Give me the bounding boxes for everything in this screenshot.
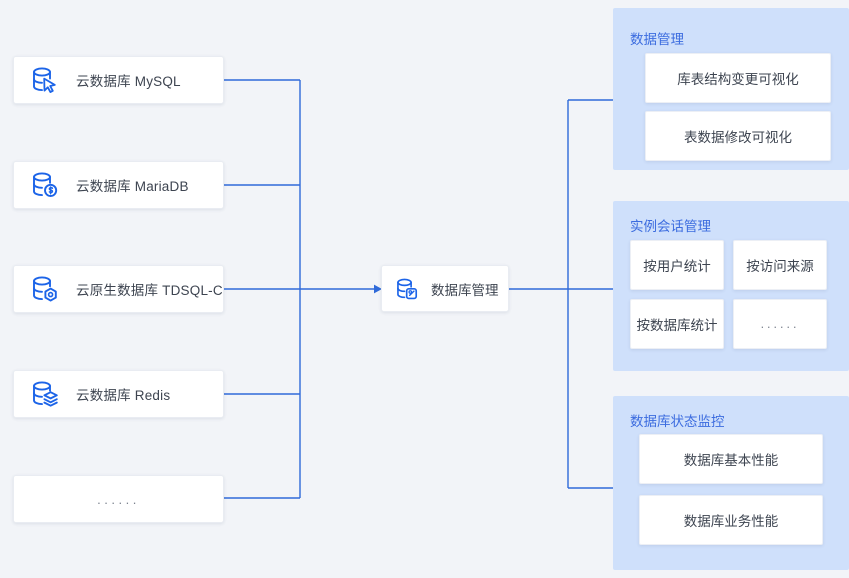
source-card-mariadb[interactable]: 云数据库 MariaDB bbox=[13, 161, 224, 209]
panel-session-management: 实例会话管理 按用户统计 按访问来源 按数据库统计 ...... bbox=[613, 201, 849, 371]
source-card-mysql[interactable]: 云数据库 MySQL bbox=[13, 56, 224, 104]
source-label: 云原生数据库 TDSQL-C bbox=[76, 283, 223, 298]
feature-card[interactable]: 表数据修改可视化 bbox=[645, 111, 831, 161]
feature-card[interactable]: 数据库业务性能 bbox=[639, 495, 823, 545]
panel-data-management: 数据管理 库表结构变更可视化 表数据修改可视化 bbox=[613, 8, 849, 170]
database-cursor-icon bbox=[33, 67, 56, 93]
feature-card[interactable]: 按数据库统计 bbox=[630, 299, 724, 349]
panel-title: 数据管理 bbox=[630, 32, 684, 47]
feature-card[interactable]: ...... bbox=[733, 299, 827, 349]
source-label: 云数据库 Redis bbox=[76, 388, 171, 403]
database-wrench-icon bbox=[397, 278, 418, 299]
source-label: 云数据库 MariaDB bbox=[76, 179, 189, 194]
feature-card[interactable]: 数据库基本性能 bbox=[639, 434, 823, 484]
arrowhead-icon bbox=[374, 284, 382, 294]
database-layers-icon bbox=[33, 381, 58, 407]
source-label: 云数据库 MySQL bbox=[76, 74, 181, 89]
hub-node-database-management[interactable]: 数据库管理 bbox=[381, 265, 509, 312]
feature-card[interactable]: 按用户统计 bbox=[630, 240, 724, 290]
feature-card[interactable]: 库表结构变更可视化 bbox=[645, 53, 831, 103]
panel-title: 数据库状态监控 bbox=[630, 414, 725, 429]
source-card-tdsqlc[interactable]: 云原生数据库 TDSQL-C bbox=[13, 265, 224, 313]
panel-status-monitoring: 数据库状态监控 数据库基本性能 数据库业务性能 bbox=[613, 396, 849, 570]
database-hexagon-icon bbox=[33, 276, 57, 302]
source-card-more[interactable]: ...... bbox=[13, 475, 224, 523]
feature-card[interactable]: 按访问来源 bbox=[733, 240, 827, 290]
database-seal-icon bbox=[33, 172, 58, 197]
source-label: ...... bbox=[97, 491, 140, 507]
panel-title: 实例会话管理 bbox=[630, 219, 711, 234]
source-card-redis[interactable]: 云数据库 Redis bbox=[13, 370, 224, 418]
hub-label: 数据库管理 bbox=[431, 282, 499, 298]
